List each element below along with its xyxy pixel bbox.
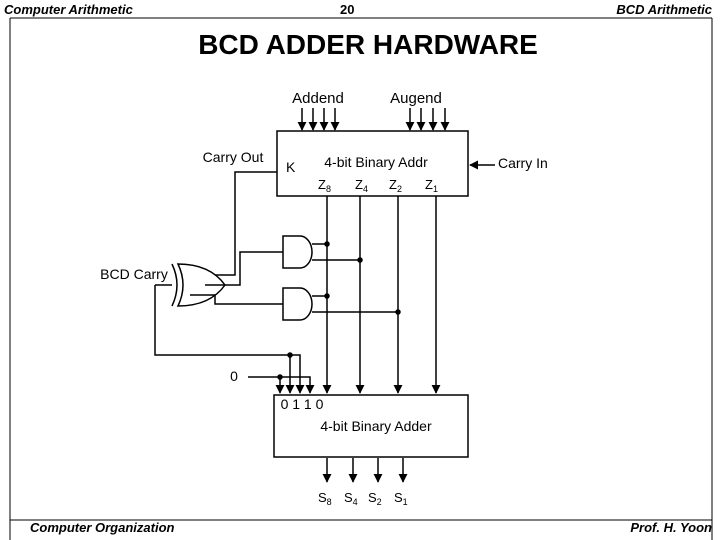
footer-right: Prof. H. Yoon: [630, 520, 712, 535]
page-title: BCD ADDER HARDWARE: [198, 29, 538, 60]
and-gate-lower: [282, 287, 313, 321]
and-gate-upper: [282, 235, 313, 269]
correction-bits: 0 1 1 0: [281, 396, 324, 412]
zero-input-label: 0: [230, 368, 238, 384]
augend-label: Augend: [390, 90, 442, 107]
footer-left: Computer Organization: [30, 520, 175, 535]
and-gate-inputs: [312, 241, 401, 315]
s8-label: S8: [318, 490, 332, 507]
bottom-adder-label: 4-bit Binary Adder: [320, 418, 432, 434]
bcd-carry-label: BCD Carry: [100, 266, 168, 282]
page-number: 20: [340, 2, 355, 17]
s-output-wires: [322, 458, 408, 483]
s2-label: S2: [368, 490, 382, 507]
bottom-binary-adder: [273, 394, 469, 458]
k-label: K: [286, 159, 296, 175]
s4-label: S4: [344, 490, 358, 507]
bcd-carry-wire: [154, 284, 305, 394]
top-binary-adder: [276, 130, 469, 197]
s1-label: S1: [394, 490, 408, 507]
addend-label: Addend: [292, 90, 344, 107]
zero-input-wire: [248, 374, 315, 394]
header-left: Computer Arithmetic: [4, 2, 133, 17]
top-adder-label: 4-bit Binary Addr: [324, 154, 428, 170]
augend-inputs: [405, 108, 450, 131]
carry-in-label: Carry In: [498, 155, 548, 171]
and-to-or-wires: [190, 251, 283, 305]
carry-out-label: Carry Out: [203, 149, 264, 165]
header-right: BCD Arithmetic: [616, 2, 712, 17]
z-wires: [322, 196, 441, 394]
or-gate-back: [171, 263, 178, 307]
addend-inputs: [297, 108, 340, 131]
carry-out-wire: [190, 171, 277, 276]
